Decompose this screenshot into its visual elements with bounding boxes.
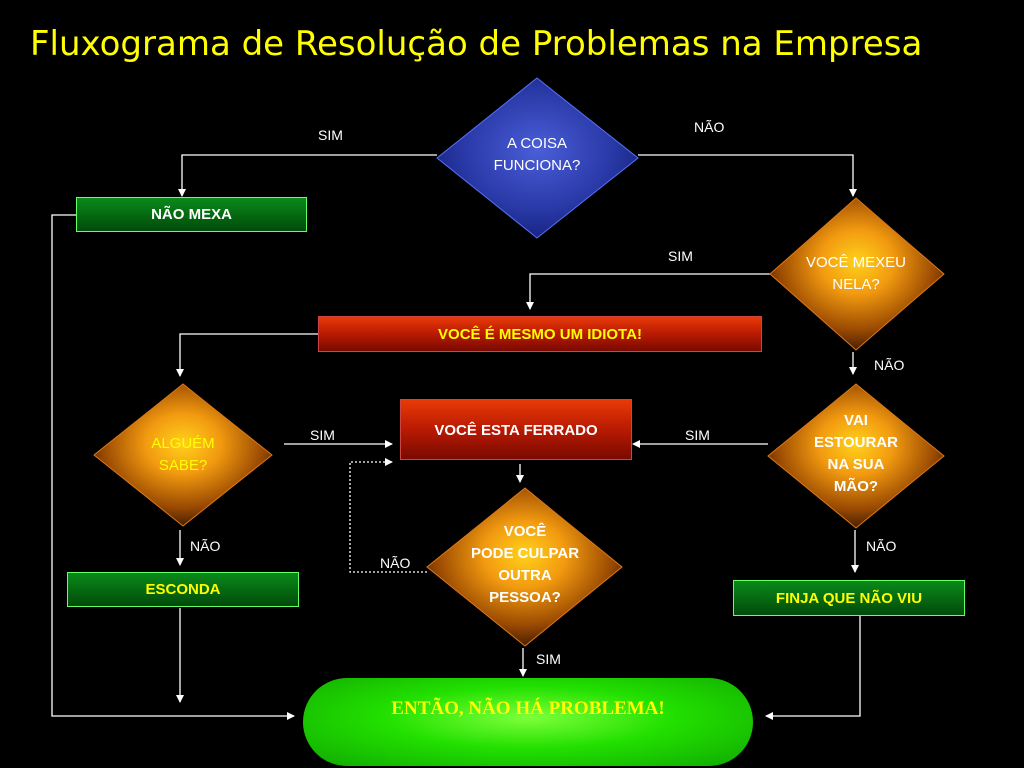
label-sim-top: SIM [318, 127, 343, 143]
box-idiota: VOCÊ É MESMO UM IDIOTA! [318, 316, 762, 352]
alguem-line2: SABE? [158, 457, 208, 474]
mexeu-line1: VOCÊ MEXEU [805, 254, 907, 271]
diamond-mexeu-text: VOCÊ MEXEU NELA? [776, 252, 936, 296]
label-nao-culpar: NÃO [380, 555, 411, 571]
box-finja: FINJA QUE NÃO VIU [733, 580, 965, 616]
diamond-funciona-text: A COISA FUNCIONA? [467, 133, 607, 177]
diamond-estourar [767, 383, 945, 529]
diamond-culpar-text: VOCÊ PODE CULPAR OUTRA PESSOA? [450, 521, 600, 609]
label-sim-mexeu: SIM [668, 248, 693, 264]
culpar-line1: VOCÊ [503, 523, 547, 540]
diamond-culpar [426, 487, 623, 647]
diamond-funciona [436, 77, 639, 239]
diamond-mexeu [769, 197, 945, 351]
diamond-alguem-text: ALGUÉM SABE? [113, 433, 253, 477]
edge-idiota-alguem [176, 333, 318, 377]
estourar-line3: NA SUA [827, 456, 885, 473]
edge-nao-mexa-final [51, 214, 295, 720]
edge-funciona-nao [638, 154, 857, 197]
edge-funciona-sim [178, 154, 437, 197]
label-sim-estourar: SIM [685, 427, 710, 443]
culpar-line4: PESSOA? [489, 589, 561, 606]
box-esconda: ESCONDA [67, 572, 299, 607]
label-nao-alguem: NÃO [190, 538, 221, 554]
edge-mexeu-sim [526, 273, 770, 310]
estourar-line2: ESTOURAR [814, 434, 898, 451]
diamond-estourar-text: VAI ESTOURAR NA SUA MÃO? [781, 410, 931, 498]
terminal-sem-problema: ENTÃO, NÃO HÁ PROBLEMA! [303, 678, 753, 766]
culpar-line3: OUTRA [498, 567, 552, 584]
estourar-line1: VAI [844, 412, 868, 429]
diamond-alguem [93, 383, 273, 527]
label-nao-estourar: NÃO [866, 538, 897, 554]
mexeu-line2: NELA? [832, 276, 880, 293]
edge-finja-final [765, 616, 861, 720]
label-sim-alguem: SIM [310, 427, 335, 443]
funciona-line2: FUNCIONA? [493, 157, 581, 174]
label-nao-mexeu: NÃO [874, 357, 905, 373]
page-title: Fluxograma de Resolução de Problemas na … [30, 24, 923, 64]
edge-culpar-nao [349, 458, 427, 573]
alguem-line1: ALGUÉM [151, 435, 215, 452]
label-nao-top: NÃO [694, 119, 725, 135]
funciona-line1: A COISA [506, 135, 568, 152]
estourar-line4: MÃO? [833, 478, 879, 495]
box-nao-mexa: NÃO MEXA [76, 197, 307, 232]
culpar-line2: PODE CULPAR [470, 545, 580, 562]
box-ferrado: VOCÊ ESTA FERRADO [400, 399, 632, 460]
label-sim-culpar: SIM [536, 651, 561, 667]
